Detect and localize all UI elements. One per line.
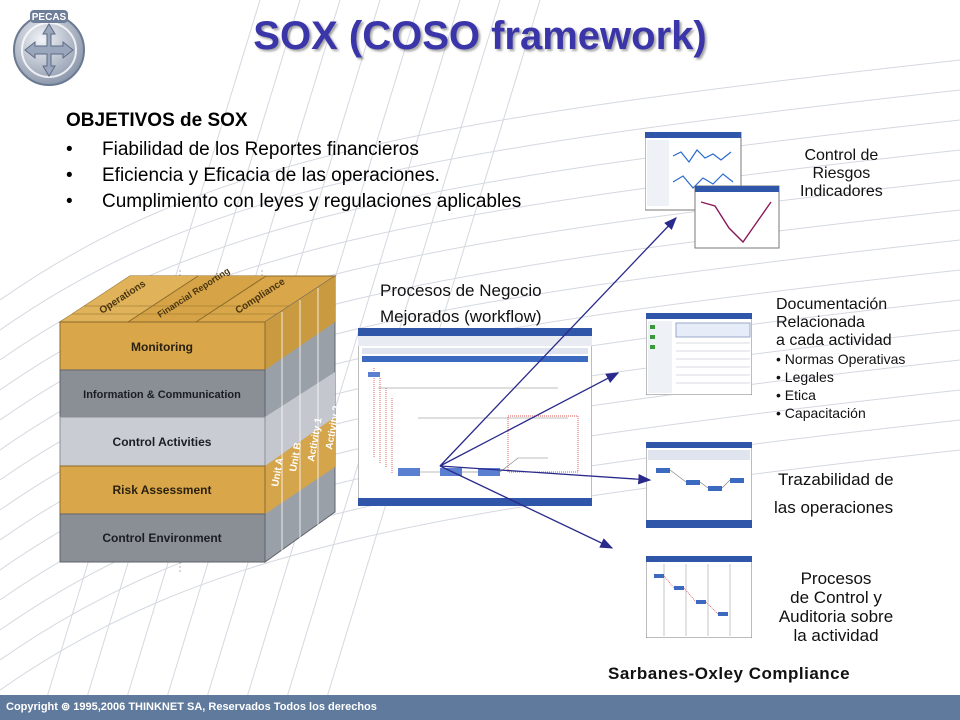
audit-screenshot bbox=[646, 556, 752, 638]
objectives-heading: OBJETIVOS de SOX bbox=[66, 110, 248, 131]
objective-item: •Cumplimiento con leyes y regulaciones a… bbox=[66, 191, 522, 212]
side-label-unit-b: Unit B bbox=[288, 442, 304, 473]
layer-risk-assessment: Risk Assessment bbox=[113, 483, 212, 497]
layer-control-activities: Control Activities bbox=[113, 435, 212, 449]
docs-label: Documentación Relacionada a cada activid… bbox=[776, 296, 906, 421]
page-title: SOX (COSO framework) bbox=[253, 14, 707, 58]
layer-control-environment: Control Environment bbox=[102, 531, 221, 545]
layer-information: Information & Communication bbox=[83, 389, 241, 401]
trace-label: Trazabilidad de las operaciones bbox=[774, 470, 894, 517]
side-label-unit-a: Unit A bbox=[270, 457, 286, 488]
objectives-block: OBJETIVOS de SOX •Fiabilidad de los Repo… bbox=[66, 110, 521, 215]
audit-label: Procesos de Control y Auditoria sobre la… bbox=[778, 569, 894, 645]
logo-text: PECAS bbox=[32, 12, 67, 23]
process-label: Procesos de Negocio Mejorados (workflow) bbox=[380, 281, 542, 326]
objectives-list: •Fiabilidad de los Reportes financieros … bbox=[66, 137, 521, 215]
workflow-screenshot bbox=[358, 328, 592, 506]
pecas-logo: PECAS bbox=[13, 10, 85, 86]
copyright-text: Copyright ⊚ 1995,2006 THINKNET SA, Reser… bbox=[6, 701, 377, 713]
objective-item: •Eficiencia y Eficacia de las operacione… bbox=[66, 165, 440, 186]
layer-monitoring: Monitoring bbox=[131, 340, 193, 354]
docs-screenshot bbox=[646, 313, 752, 395]
trace-screenshot bbox=[646, 442, 752, 528]
coso-cube: Operations Financial Reporting Complianc… bbox=[58, 266, 343, 572]
risk-screenshot bbox=[645, 132, 780, 249]
footer-bar: Copyright ⊚ 1995,2006 THINKNET SA, Reser… bbox=[0, 695, 960, 720]
compliance-caption: Sarbanes-Oxley Compliance bbox=[608, 664, 851, 683]
risk-label: Control de Riesgos Indicadores bbox=[800, 147, 883, 200]
objective-item: •Fiabilidad de los Reportes financieros bbox=[66, 139, 419, 160]
